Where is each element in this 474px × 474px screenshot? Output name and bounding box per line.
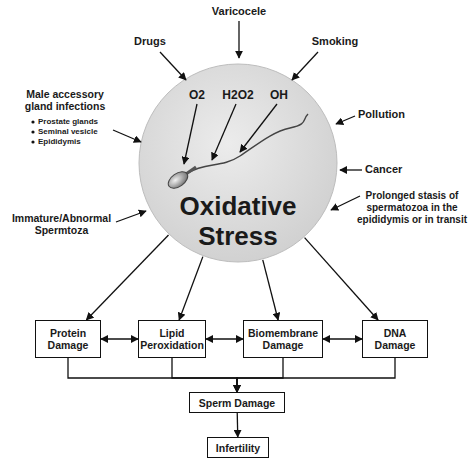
flow-arrow — [237, 413, 239, 437]
cause-arrow — [116, 211, 146, 222]
cause-label: Male accessory gland infections — [15, 88, 115, 112]
node-label: Lipid Peroxidation — [140, 327, 204, 351]
process-box: Sperm Damage — [189, 392, 285, 413]
flow-arrow — [305, 238, 378, 320]
radical-label: H2O2 — [213, 88, 263, 102]
cause-label: Varicocele — [199, 5, 279, 18]
flow-arrow — [263, 260, 278, 320]
node-label: Infertility — [216, 442, 260, 454]
cause-label: Drugs — [120, 35, 180, 48]
bullet-item: Prostate glands — [38, 117, 128, 127]
radical-label: O2 — [177, 88, 217, 102]
process-box: Protein Damage — [35, 320, 101, 358]
node-label: Sperm Damage — [199, 397, 275, 409]
node-title: Oxidative Stress — [148, 191, 328, 251]
radical-label: OH — [259, 88, 299, 102]
cause-label: Immature/Abnormal Spermtoza — [4, 212, 119, 236]
node-label: Protein Damage — [38, 327, 98, 351]
cause-label: Pollution — [358, 108, 438, 121]
cause-label: Prolonged stasis of spermatozoa in the e… — [355, 190, 469, 226]
cause-arrow — [340, 169, 362, 170]
cause-arrow — [113, 130, 141, 142]
cause-arrow — [336, 116, 355, 124]
flow-arrow — [68, 358, 237, 392]
flow-arrow — [86, 235, 168, 320]
process-box: DNA Damage — [362, 320, 428, 358]
double-arrow — [206, 338, 243, 339]
double-arrow — [323, 338, 362, 339]
bullet-dot — [31, 120, 34, 123]
stress-circle: O2H2O2OH Oxidative Stress — [138, 63, 338, 263]
bullet-item: Epididymis — [38, 137, 128, 147]
cause-arrow — [331, 196, 360, 210]
cause-label: Cancer — [365, 163, 435, 176]
cause-arrow — [160, 52, 186, 80]
flow-arrow — [237, 358, 283, 392]
node-label: Biomembrane Damage — [246, 327, 320, 351]
flow-arrow — [237, 358, 395, 392]
flow-arrow — [179, 257, 203, 320]
circle-shape — [139, 64, 337, 262]
process-box: Infertility — [207, 437, 269, 458]
node-label: DNA Damage — [365, 327, 425, 351]
cause-label: Smoking — [300, 35, 370, 48]
bullet-dot — [31, 130, 34, 133]
cause-arrow — [292, 52, 318, 80]
double-arrow — [101, 338, 138, 339]
bullet-dot — [31, 140, 34, 143]
process-box: Biomembrane Damage — [243, 320, 323, 358]
bullet-item: Seminal vesicle — [38, 127, 128, 137]
cause-arrow — [238, 21, 239, 58]
process-box: Lipid Peroxidation — [138, 320, 206, 358]
flow-arrow — [172, 358, 237, 392]
